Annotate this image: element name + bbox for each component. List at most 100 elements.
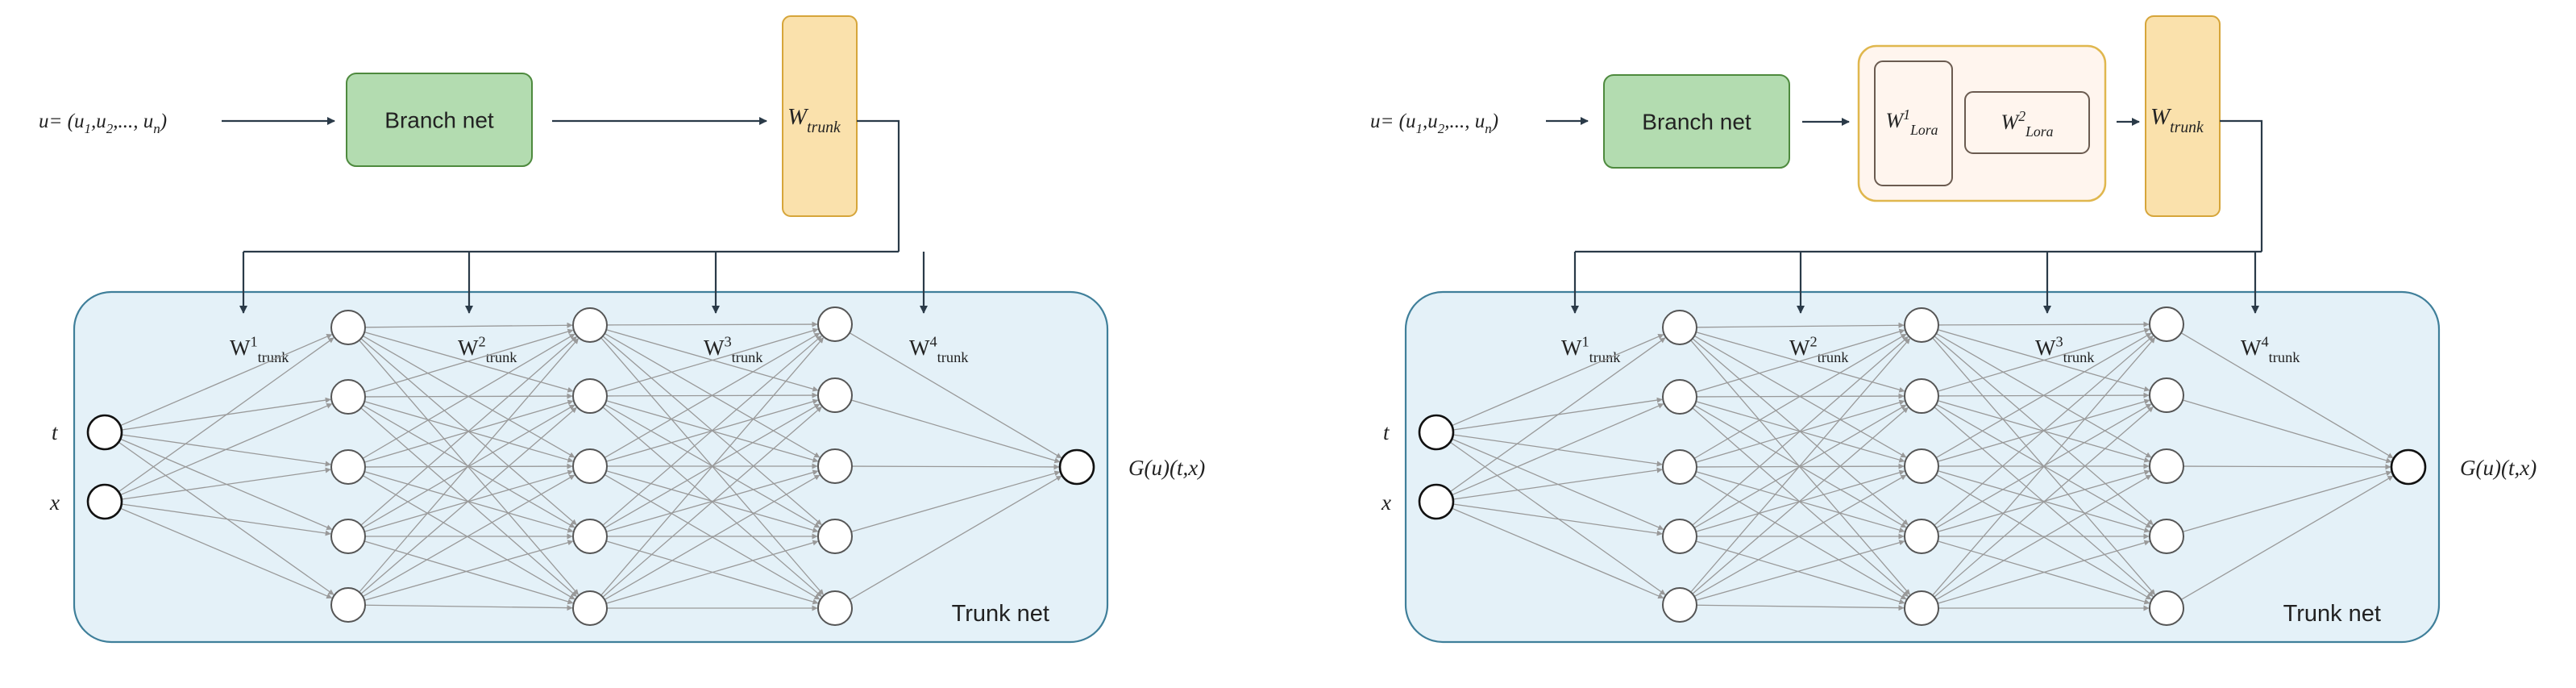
hidden-node-l2-3 bbox=[1904, 448, 1939, 484]
trunk-weight-box bbox=[2145, 15, 2221, 217]
lora-w1-label: W1Lora bbox=[1886, 106, 1938, 138]
connection-edge bbox=[120, 403, 333, 496]
connection-edge bbox=[1692, 336, 1909, 526]
hidden-node-l3-3 bbox=[2149, 448, 2184, 484]
hidden-node-l2-4 bbox=[1904, 519, 1939, 554]
hidden-node-l2-5 bbox=[572, 590, 608, 626]
connection-edge bbox=[1692, 407, 1909, 594]
hidden-node-l3-4 bbox=[817, 519, 853, 554]
connection-edge bbox=[1696, 540, 1905, 601]
layer-weight-label-4: W4trunk bbox=[2241, 334, 2300, 365]
trunk-weight-label: Wtrunk bbox=[787, 104, 841, 136]
connection-edge bbox=[1452, 503, 1663, 536]
connection-edge bbox=[1934, 335, 2154, 526]
hidden-node-l1-4 bbox=[1662, 519, 1697, 554]
connection-edge bbox=[364, 604, 573, 611]
connection-edge bbox=[850, 399, 1061, 464]
connection-edge bbox=[851, 470, 1061, 532]
input-function-label: u= (u1,u2,..., un) bbox=[39, 110, 167, 136]
connection-edge bbox=[118, 337, 334, 493]
connection-edge bbox=[1693, 475, 1907, 600]
trunk-weight-bus bbox=[857, 119, 900, 252]
input-function-label: u= (u1,u2,..., un) bbox=[1370, 110, 1498, 136]
connection-edge bbox=[364, 328, 574, 393]
lora-w2-label: W2Lora bbox=[2001, 108, 2054, 140]
hidden-node-l2-1 bbox=[1904, 307, 1939, 343]
layer-weight-label-4: W4trunk bbox=[909, 334, 969, 365]
hidden-node-l1-4 bbox=[330, 519, 366, 554]
connection-edge bbox=[602, 335, 822, 526]
connection-edge bbox=[605, 327, 819, 392]
connection-edge bbox=[1452, 334, 1664, 427]
hidden-node-l2-1 bbox=[572, 307, 608, 343]
hidden-node-l1-3 bbox=[1662, 449, 1697, 485]
layer-weight-label-1: W1trunk bbox=[1561, 334, 1621, 365]
branch-net-box bbox=[346, 73, 533, 167]
trunk-net-label: Trunk net bbox=[2283, 601, 2381, 627]
connection-edge bbox=[2183, 470, 2392, 532]
connection-edge bbox=[364, 331, 574, 393]
connection-edge bbox=[600, 337, 825, 596]
connection-edge bbox=[121, 503, 331, 536]
hidden-node-l1-5 bbox=[330, 587, 366, 623]
hidden-node-l3-5 bbox=[2149, 590, 2184, 626]
connection-edge bbox=[2180, 332, 2394, 459]
connection-edge bbox=[362, 333, 575, 459]
connection-edge bbox=[1693, 333, 1907, 459]
hidden-node-l1-2 bbox=[330, 379, 366, 415]
branch-net-label: Branch net bbox=[384, 108, 494, 133]
layer-weight-label-1: W1trunk bbox=[230, 334, 289, 365]
connection-edge bbox=[121, 467, 331, 500]
hidden-node-l1-1 bbox=[1662, 310, 1697, 345]
input-node-2 bbox=[86, 483, 123, 520]
output-label: G(u)(t,x) bbox=[1128, 456, 1205, 480]
connection-edge bbox=[1696, 604, 1905, 611]
hidden-node-l2-4 bbox=[572, 519, 608, 554]
input-label-x: x bbox=[49, 490, 60, 515]
hidden-node-l1-2 bbox=[1662, 379, 1697, 415]
hidden-node-l2-3 bbox=[572, 448, 608, 484]
hidden-node-l1-5 bbox=[1662, 587, 1697, 623]
connection-edge bbox=[1692, 407, 1909, 598]
input-node-1 bbox=[1418, 414, 1455, 451]
input-label-x: x bbox=[1381, 490, 1391, 515]
connection-edge bbox=[359, 338, 580, 593]
connection-edge bbox=[120, 507, 333, 599]
output-label: G(u)(t,x) bbox=[2460, 456, 2537, 480]
lora-w1-box bbox=[1874, 60, 1953, 186]
input-node-2 bbox=[1418, 483, 1455, 520]
connection-edge bbox=[118, 441, 334, 595]
layer-weight-label-3: W3trunk bbox=[2035, 334, 2095, 365]
connection-edge bbox=[1449, 337, 1666, 493]
branch-net-label: Branch net bbox=[1642, 110, 1751, 135]
hidden-node-l3-3 bbox=[817, 448, 853, 484]
connection-edge bbox=[1452, 467, 1663, 500]
connection-edge bbox=[1695, 328, 1905, 393]
connection-edge bbox=[362, 475, 575, 600]
branch-net-box bbox=[1603, 74, 1790, 169]
connection-edge bbox=[360, 336, 577, 526]
connection-edge bbox=[1696, 322, 1905, 328]
input-label-t: t bbox=[52, 420, 59, 444]
connection-edge bbox=[1693, 404, 1907, 529]
connection-edge bbox=[364, 322, 573, 328]
connection-edge bbox=[2182, 399, 2392, 464]
connection-edge bbox=[1449, 441, 1666, 595]
hidden-node-l2-5 bbox=[1904, 590, 1939, 626]
hidden-node-l3-4 bbox=[2149, 519, 2184, 554]
connection-edge bbox=[1937, 327, 2150, 392]
connection-edge bbox=[1935, 474, 2152, 601]
connection-edge bbox=[1934, 406, 2154, 598]
input-node-1 bbox=[86, 414, 123, 451]
output-node bbox=[1058, 448, 1095, 486]
connection-edge bbox=[360, 407, 577, 594]
trunk-weight-bus bbox=[2220, 119, 2263, 252]
connection-edge bbox=[851, 464, 1060, 470]
connection-edge bbox=[360, 407, 577, 598]
trunk-weight-box bbox=[782, 15, 858, 217]
hidden-node-l2-2 bbox=[572, 378, 608, 414]
input-label-t: t bbox=[1383, 420, 1390, 444]
connection-edge bbox=[849, 332, 1062, 459]
